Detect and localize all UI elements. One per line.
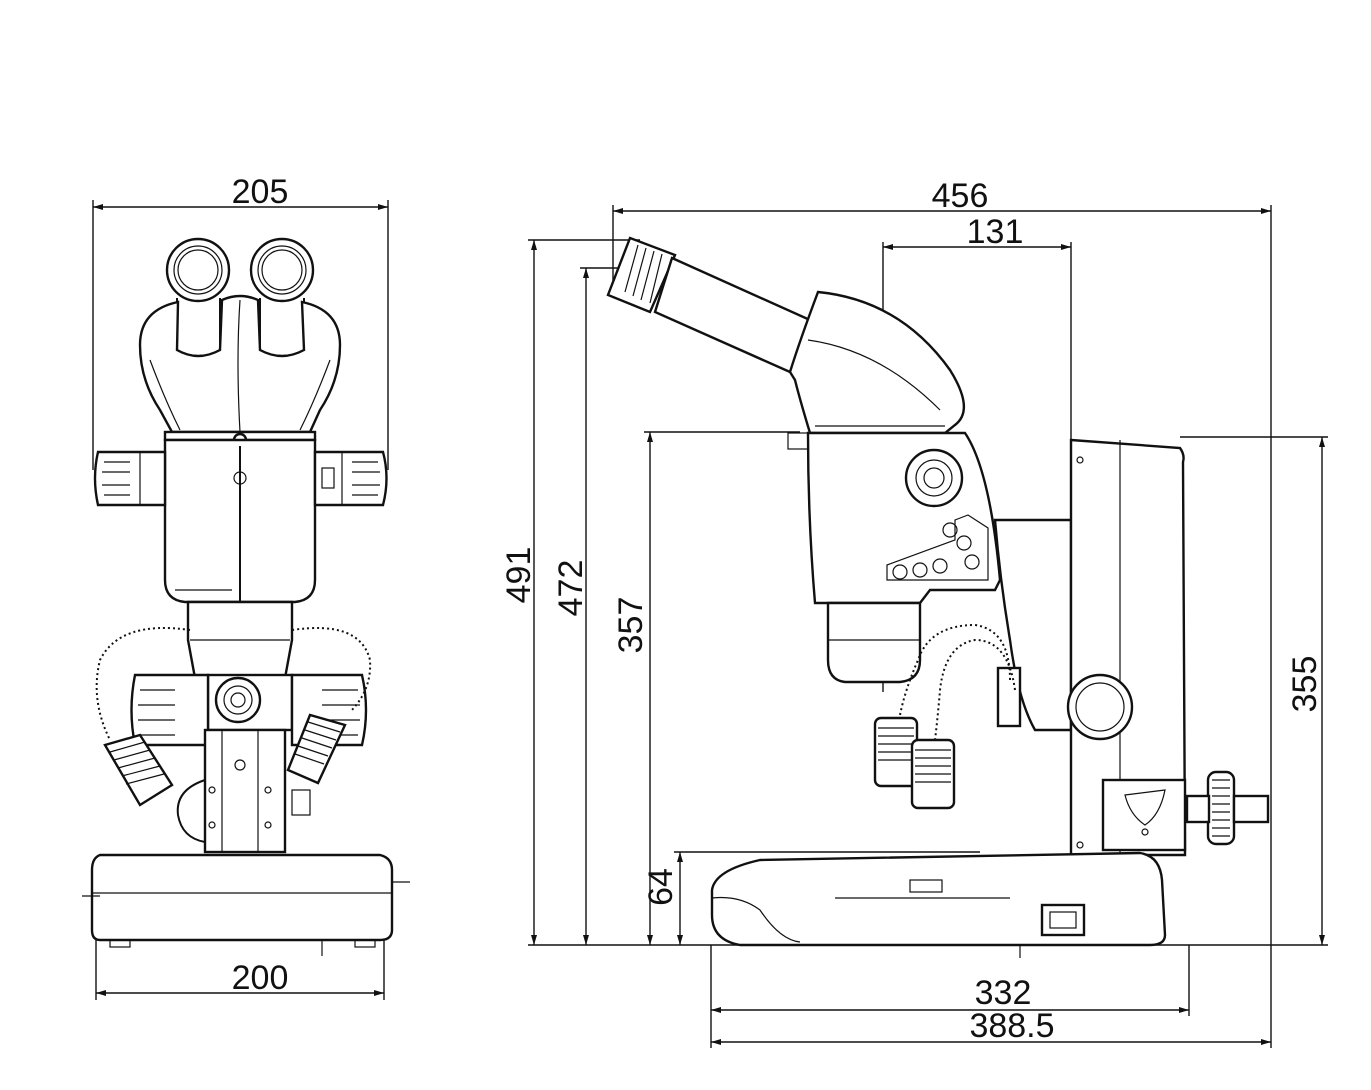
power-switch [1040,903,1086,937]
zoom-knob-left [93,450,167,507]
arm-side [993,518,1073,732]
dim-label-131: 131 [967,213,1024,251]
dimension-472: 472 [552,267,630,945]
front-view: 205 [82,173,410,1000]
dim-label-64: 64 [642,868,680,906]
dimension-205: 205 [92,173,389,470]
led-spot-left [103,733,174,807]
pillar-front [203,728,287,854]
dim-label-355: 355 [1286,656,1324,713]
dim-label-332: 332 [975,974,1032,1012]
objective-side [826,601,922,684]
side-view: 456 131 491 472 357 [500,177,1328,1048]
holder-side [1101,778,1187,852]
base-side [710,851,1167,947]
dimension-64: 64 [642,851,980,945]
focus-knob-left [130,673,210,747]
led-spot-side-2 [910,738,956,810]
coarse-focus-knob [1185,770,1270,846]
dimension-200: 200 [95,940,385,1000]
control-buttons [886,514,989,581]
eyepiece-side [606,236,812,374]
dim-label-357: 357 [612,597,650,654]
dimension-491: 491 [500,239,640,945]
dim-label-472: 472 [552,560,590,617]
dim-label-205: 205 [232,173,289,211]
dimension-357: 357 [612,431,800,945]
pillar-side [1069,438,1187,857]
dim-label-388-5: 388.5 [969,1007,1054,1045]
dimension-456: 456 [612,177,1272,1048]
led-spot-side-1 [873,716,919,788]
binocular-head [138,294,342,434]
dim-label-200: 200 [232,959,289,997]
led-spot-right [286,713,347,785]
dimension-388-5: 388.5 [711,1007,1271,1045]
dimension-332: 332 [710,945,1190,1048]
dimension-355: 355 [1180,436,1328,945]
zoom-knob-right [313,450,388,507]
dim-label-491: 491 [500,547,538,604]
base-front [90,853,394,942]
dim-label-456: 456 [932,177,989,215]
